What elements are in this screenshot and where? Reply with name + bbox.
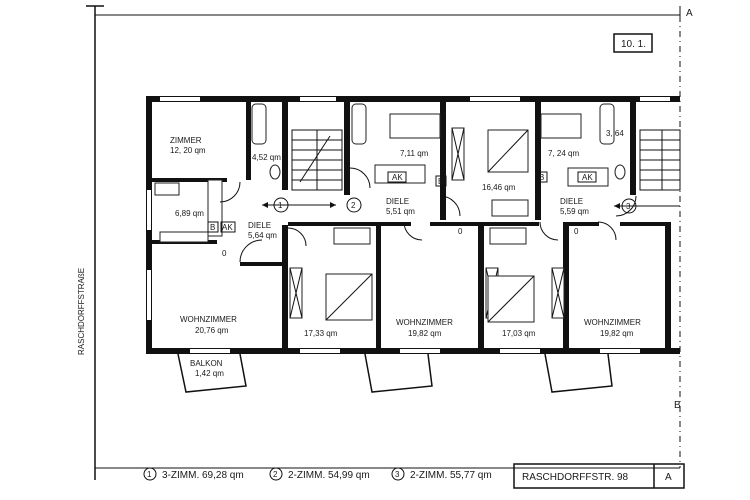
balcony-outline	[177, 353, 613, 393]
tag-o-3: 0	[574, 227, 579, 236]
unit-marker-3: 3	[621, 198, 637, 214]
tag-b-3: B	[539, 173, 544, 182]
room-kitchen-2-area: 7,11 qm	[400, 149, 429, 158]
room-diele-2-label: DIELE	[386, 197, 409, 206]
room-wohn-1-label: WOHNZIMMER	[180, 315, 237, 324]
room-labels: ZIMMER 12, 20 qm 4,52 qm 6,89 qm DIELE 5…	[170, 129, 641, 378]
svg-text:3: 3	[626, 202, 631, 211]
bathtub-icon	[251, 103, 615, 145]
tag-b-2: B	[438, 177, 443, 186]
legend-text-3: 2-ZIMM. 55,77 qm	[410, 470, 492, 481]
room-diele-1-label: DIELE	[248, 221, 271, 230]
door-swings	[219, 167, 637, 263]
legend: 1 3-ZIMM. 69,28 qm 2 2-ZIMM. 54,99 qm 3 …	[143, 467, 492, 481]
staircase-right	[639, 129, 681, 191]
tag-ak-1: AK	[222, 223, 233, 232]
title-block: RASCHDORFFSTR. 98 A	[513, 463, 685, 489]
title-block-code: A	[665, 472, 672, 483]
sheet-number-box: 10. 1.	[613, 33, 653, 53]
room-b-area: 17,03 qm	[502, 329, 536, 338]
room-wohn-3-label: WOHNZIMMER	[584, 318, 641, 327]
room-balkon-area: 1,42 qm	[195, 369, 224, 378]
legend-marker-1: 1	[147, 470, 152, 479]
corridor-arrows	[262, 202, 680, 209]
tag-ak-3: AK	[582, 173, 593, 182]
svg-text:2: 2	[351, 201, 356, 210]
unit-marker-2: 2	[346, 197, 362, 213]
room-wohn-2-area: 19,82 qm	[408, 329, 442, 338]
room-kitchen-3-area: 7, 24 qm	[548, 149, 579, 158]
tag-b-1: B	[210, 223, 215, 232]
exterior-walls	[146, 96, 680, 354]
tag-o-2: 0	[458, 227, 463, 236]
room-wohn-1-area: 20,76 qm	[195, 326, 229, 335]
staircase-left	[291, 129, 343, 191]
room-balkon-label: BALKON	[190, 359, 223, 368]
room-bath-1-area: 4,52 qm	[252, 153, 281, 162]
legend-marker-2: 2	[273, 470, 278, 479]
svg-text:1: 1	[278, 201, 283, 210]
fixture-tags: B AK 0 AK B 0 B AK 0	[207, 171, 597, 258]
room-kitchen-1-area: 6,89 qm	[175, 209, 204, 218]
room-diele-3-area: 5,59 qm	[560, 207, 589, 216]
tag-ak-2: AK	[392, 173, 403, 182]
room-a-area: 17,33 qm	[304, 329, 338, 338]
title-block-address: RASCHDORFFSTR. 98	[522, 472, 629, 483]
room-bath-3-area: 3, 64	[606, 129, 624, 138]
legend-marker-3: 3	[395, 470, 400, 479]
section-marker-b: B	[674, 400, 681, 411]
room-diele-2-area: 5,51 qm	[386, 207, 415, 216]
street-side-label: RASCHDORFFSTRAßE	[77, 268, 86, 355]
unit-marker-1: 1	[273, 197, 289, 213]
bed-icon	[325, 129, 535, 323]
legend-text-1: 3-ZIMM. 69,28 qm	[162, 470, 244, 481]
section-marker-a: A	[686, 8, 693, 19]
room-diele-1-area: 5,64 qm	[248, 231, 277, 240]
legend-text-2: 2-ZIMM. 54,99 qm	[288, 470, 370, 481]
room-bed-2-area: 16,46 qm	[482, 183, 516, 192]
room-diele-3-label: DIELE	[560, 197, 583, 206]
sheet-frame	[86, 5, 681, 480]
room-zimmer-label: ZIMMER	[170, 136, 202, 145]
tag-o-1: 0	[222, 249, 227, 258]
sheet-number: 10. 1.	[621, 39, 646, 50]
room-zimmer-area: 12, 20 qm	[170, 146, 206, 155]
room-wohn-3-area: 19,82 qm	[600, 329, 634, 338]
room-wohn-2-label: WOHNZIMMER	[396, 318, 453, 327]
